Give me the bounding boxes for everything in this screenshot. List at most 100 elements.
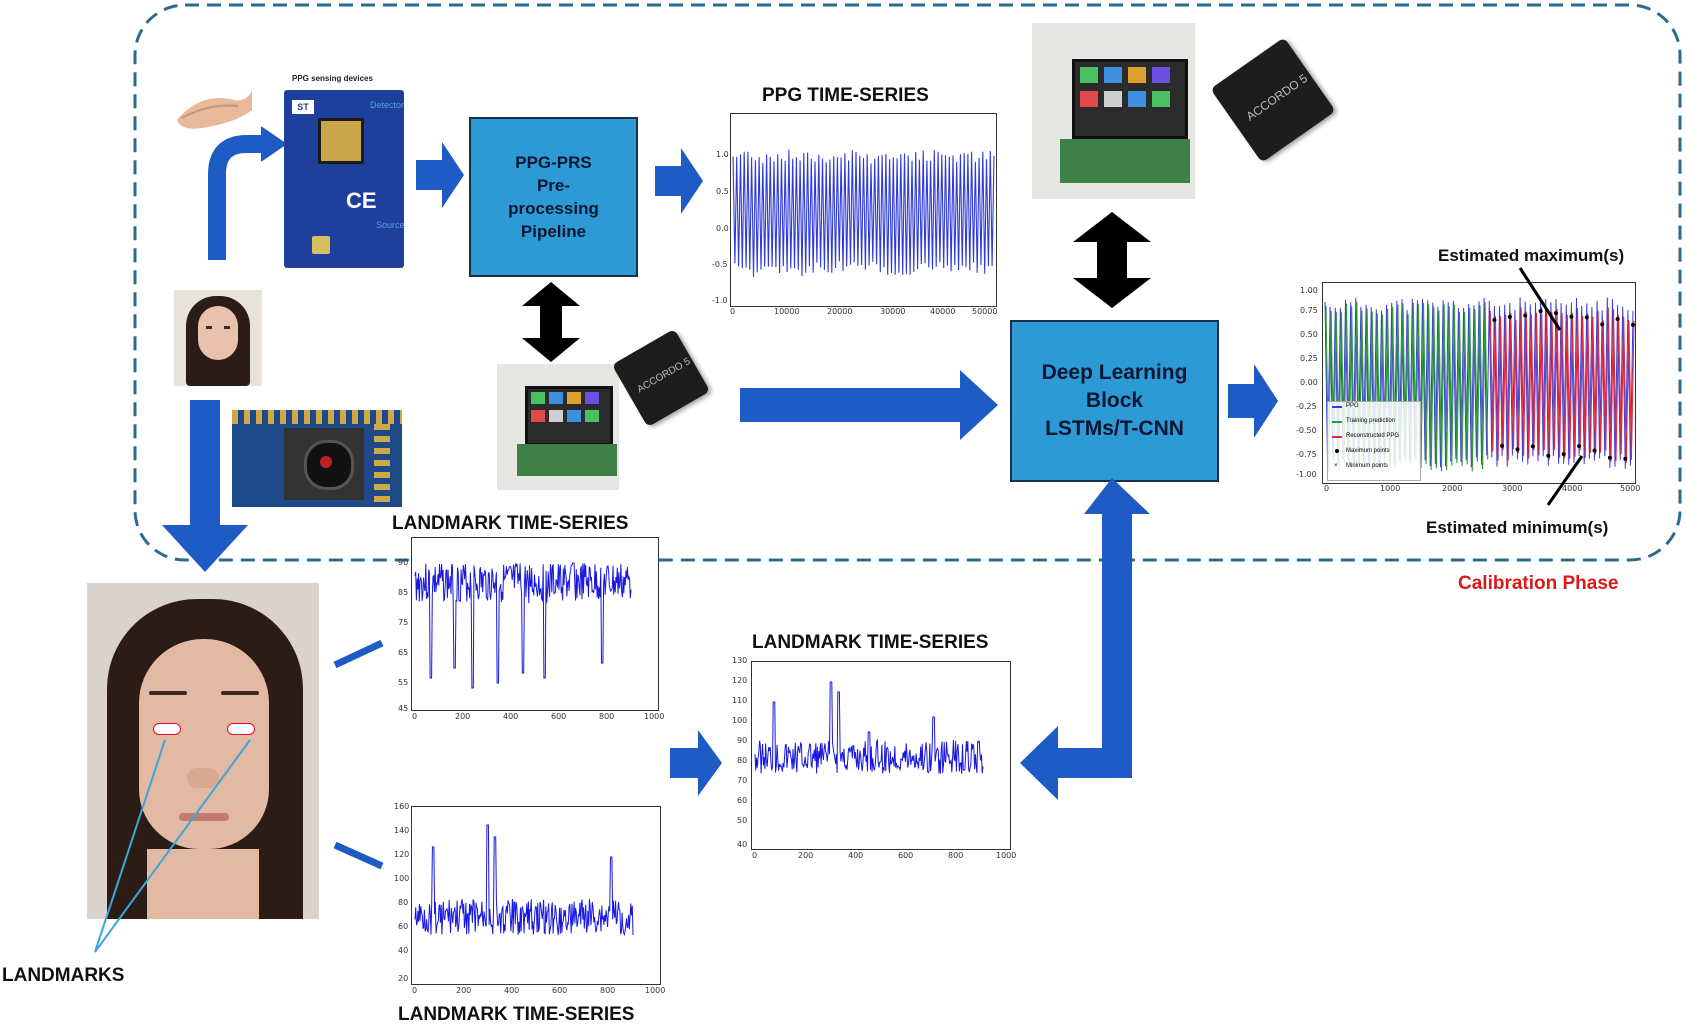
dl-line-2: Block	[1085, 389, 1144, 412]
lm-mid-xtick: 400	[848, 851, 864, 860]
output-xtick: 1000	[1380, 484, 1401, 493]
extreme-point	[1507, 314, 1512, 319]
output-plot: PPG Training prediction Reconstructed PP…	[1322, 282, 1636, 484]
ppg-ytick: -0.5	[712, 260, 728, 269]
ppg-series-line	[732, 149, 995, 277]
ppg-xtick: 10000	[774, 307, 800, 316]
output-series	[1324, 297, 1635, 472]
camera-board-photo	[232, 410, 402, 507]
lm-top-ytick: 55	[398, 678, 409, 687]
extreme-point	[1500, 443, 1505, 448]
dl-line-3: LSTMs/T-CNN	[1045, 417, 1184, 440]
lm-mid-xtick: 1000	[996, 851, 1017, 860]
output-xtick: 5000	[1620, 484, 1641, 493]
lm-bot-ytick: 60	[398, 922, 409, 931]
ppg-xtick: 50000	[972, 307, 998, 316]
double-arrow-icon	[522, 282, 580, 362]
landmark-series-bottom	[414, 824, 634, 937]
extreme-point	[1538, 309, 1543, 314]
output-ytick: -0.50	[1296, 426, 1317, 435]
lm-top-xtick: 600	[551, 712, 567, 721]
output-xtick: 4000	[1562, 484, 1583, 493]
preprocessing-line-1: PPG-PRS	[515, 153, 592, 172]
preprocessing-line-2: Pre-	[536, 176, 571, 195]
extreme-point	[1546, 453, 1551, 458]
extreme-point	[1615, 317, 1620, 322]
st-logo-icon: ST	[292, 100, 314, 114]
ppg-xtick: 30000	[880, 307, 906, 316]
landmarks-label: LANDMARKS	[2, 965, 125, 986]
lm-top-xtick: 200	[455, 712, 471, 721]
face-photo-small	[174, 290, 262, 386]
output-ytick: -0.25	[1296, 402, 1317, 411]
estimated-maximum-label: Estimated maximum(s)	[1438, 246, 1625, 265]
ppg-ytick: 1.0	[716, 150, 729, 159]
ppg-ytick: 0.5	[716, 187, 729, 196]
lm-mid-ytick: 70	[737, 776, 748, 785]
lm-mid-xtick: 600	[898, 851, 914, 860]
extreme-point	[1523, 313, 1528, 318]
extreme-point	[1561, 452, 1566, 457]
sensor-card-title: PPG sensing devices	[292, 74, 373, 83]
landmark-top-title: LANDMARK TIME-SERIES	[392, 513, 629, 534]
estimated-minimum-label: Estimated minimum(s)	[1426, 518, 1609, 537]
landmark-mid-title: LANDMARK TIME-SERIES	[752, 632, 989, 653]
output-xtick: 2000	[1442, 484, 1463, 493]
lm-top-xtick: 1000	[644, 712, 665, 721]
curved-arrow-icon	[208, 126, 287, 260]
output-ytick: 0.75	[1300, 306, 1318, 315]
lm-bot-xtick: 200	[456, 986, 472, 995]
detector-sensor-icon	[318, 118, 364, 164]
ppg-plot	[730, 113, 997, 307]
lm-top-ytick: 90	[398, 558, 409, 567]
ce-mark-icon: CE	[346, 188, 377, 213]
landmark-plot-top	[411, 537, 659, 711]
landmark-plot-mid	[751, 661, 1011, 850]
lm-bot-xtick: 800	[600, 986, 616, 995]
output-ytick: 1.00	[1300, 286, 1318, 295]
lm-bot-ytick: 40	[398, 946, 409, 955]
lm-mid-ytick: 110	[732, 696, 748, 705]
extreme-point	[1623, 456, 1628, 461]
lm-bot-xtick: 600	[552, 986, 568, 995]
lm-bot-ytick: 20	[398, 974, 409, 983]
preprocessing-line-4: Pipeline	[520, 222, 587, 241]
lm-mid-ytick: 90	[737, 736, 748, 745]
lm-mid-ytick: 50	[737, 816, 748, 825]
board-photo-upper	[1032, 23, 1195, 199]
extreme-point	[1607, 455, 1612, 460]
output-ytick: 0.50	[1300, 330, 1318, 339]
lm-mid-ytick: 60	[737, 796, 748, 805]
ppg-timeseries-title: PPG TIME-SERIES	[762, 85, 929, 106]
lm-top-xtick: 800	[599, 712, 615, 721]
output-ytick: -0.75	[1296, 450, 1317, 459]
landmark-series-mid	[754, 681, 984, 774]
lm-top-xtick: 400	[503, 712, 519, 721]
extreme-point	[1631, 322, 1635, 327]
lm-bot-ytick: 120	[394, 850, 410, 859]
double-arrow-icon	[1073, 212, 1151, 308]
ppg-xtick: 40000	[930, 307, 956, 316]
lm-mid-ytick: 40	[737, 840, 748, 849]
extreme-point	[1515, 447, 1520, 452]
face-photo-large	[87, 583, 319, 919]
arrow-down-icon	[162, 400, 248, 572]
lm-mid-ytick: 120	[732, 676, 748, 685]
output-xtick: 0	[1324, 484, 1330, 493]
ppg-xtick: 0	[730, 307, 736, 316]
source-label: Source	[376, 220, 405, 230]
legend-training: Training prediction	[1346, 418, 1396, 424]
lm-top-ytick: 65	[398, 648, 409, 657]
landmark-plot-bottom	[411, 806, 661, 985]
hand-photo	[172, 82, 254, 132]
extreme-point	[1592, 448, 1597, 453]
extreme-point	[1492, 318, 1497, 323]
extreme-point	[1600, 322, 1605, 327]
extreme-point	[1530, 444, 1535, 449]
ppg-xtick: 20000	[827, 307, 853, 316]
lm-bot-ytick: 100	[394, 874, 410, 883]
output-ytick: 0.00	[1300, 378, 1318, 387]
ppg-ytick: 0.0	[716, 224, 729, 233]
lm-mid-ytick: 80	[737, 756, 748, 765]
